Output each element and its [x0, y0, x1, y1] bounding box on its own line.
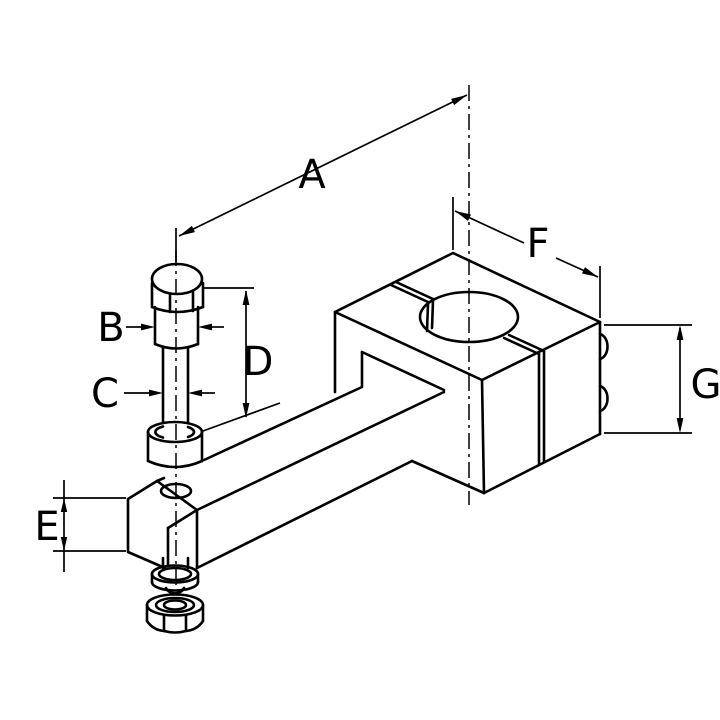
dimension-g: G	[604, 324, 720, 434]
arm-chamfer-edge	[166, 508, 199, 530]
nut-bottom	[145, 619, 205, 634]
dimension-d: D	[202, 287, 281, 432]
arrowhead	[149, 389, 163, 397]
washer-hole	[157, 566, 193, 582]
block-bottom-left-edge	[410, 459, 486, 495]
arrowhead	[676, 325, 684, 340]
dimension-label-a: A	[298, 152, 326, 198]
dimension-label-b: B	[97, 305, 124, 351]
arrowhead	[451, 95, 467, 106]
dimension-b: B	[97, 305, 224, 351]
arrowhead	[60, 537, 68, 551]
block-front-edge	[480, 378, 486, 495]
dimension-label-e: E	[34, 504, 59, 550]
block-bore-hole	[418, 290, 520, 344]
arrowhead	[179, 225, 195, 236]
washer-bottom	[150, 580, 200, 592]
nut-hole	[162, 599, 188, 611]
clamp-arm	[126, 385, 446, 570]
bolt-shoulder-bottom	[153, 342, 200, 350]
bolt-head-dome	[150, 262, 204, 296]
dimension-label-f: F	[526, 221, 549, 267]
dimension-c: C	[91, 371, 215, 417]
bolt-head-bottom	[150, 305, 205, 314]
arrowhead	[242, 403, 250, 418]
arm-top-back-edge-b	[202, 385, 364, 462]
arrowhead	[141, 323, 155, 331]
set-screw-top	[598, 332, 609, 361]
arrowhead	[60, 498, 68, 512]
arm-bolt-hole	[159, 482, 193, 500]
arrowhead	[198, 323, 212, 331]
nut-chamfer-ring	[154, 596, 196, 614]
arrowhead	[455, 211, 471, 221]
bushing-bottom	[146, 459, 204, 469]
arrowhead	[676, 418, 684, 433]
arm-bottom-front-edge	[195, 459, 414, 570]
block-top-face	[333, 251, 602, 382]
flat-washer	[150, 564, 200, 595]
arrowhead	[582, 267, 598, 277]
set-screws	[598, 332, 609, 413]
clamp-block	[333, 251, 609, 495]
block-arm-hole	[360, 350, 446, 392]
block-bottom-right-edge	[482, 432, 602, 495]
set-screw-bottom	[598, 384, 609, 413]
dimension-e: E	[34, 480, 126, 572]
bushing	[146, 420, 204, 469]
block-slit	[389, 280, 546, 466]
dimension-f: F	[452, 197, 601, 318]
dimension-label-d: D	[243, 339, 274, 385]
ext-line-bottom	[202, 402, 281, 432]
arrowhead	[188, 389, 202, 397]
dim-line	[178, 94, 468, 237]
arrowhead	[242, 290, 250, 305]
centerlines	[175, 85, 470, 590]
arm-end-silhouette	[126, 479, 167, 570]
dimension-label-c: C	[91, 371, 119, 417]
dimension-label-g: G	[691, 362, 720, 408]
arm-top-front-edge	[195, 390, 446, 512]
hex-nut	[145, 593, 205, 634]
dimension-a: A	[175, 94, 468, 262]
hex-bolt	[150, 262, 205, 425]
